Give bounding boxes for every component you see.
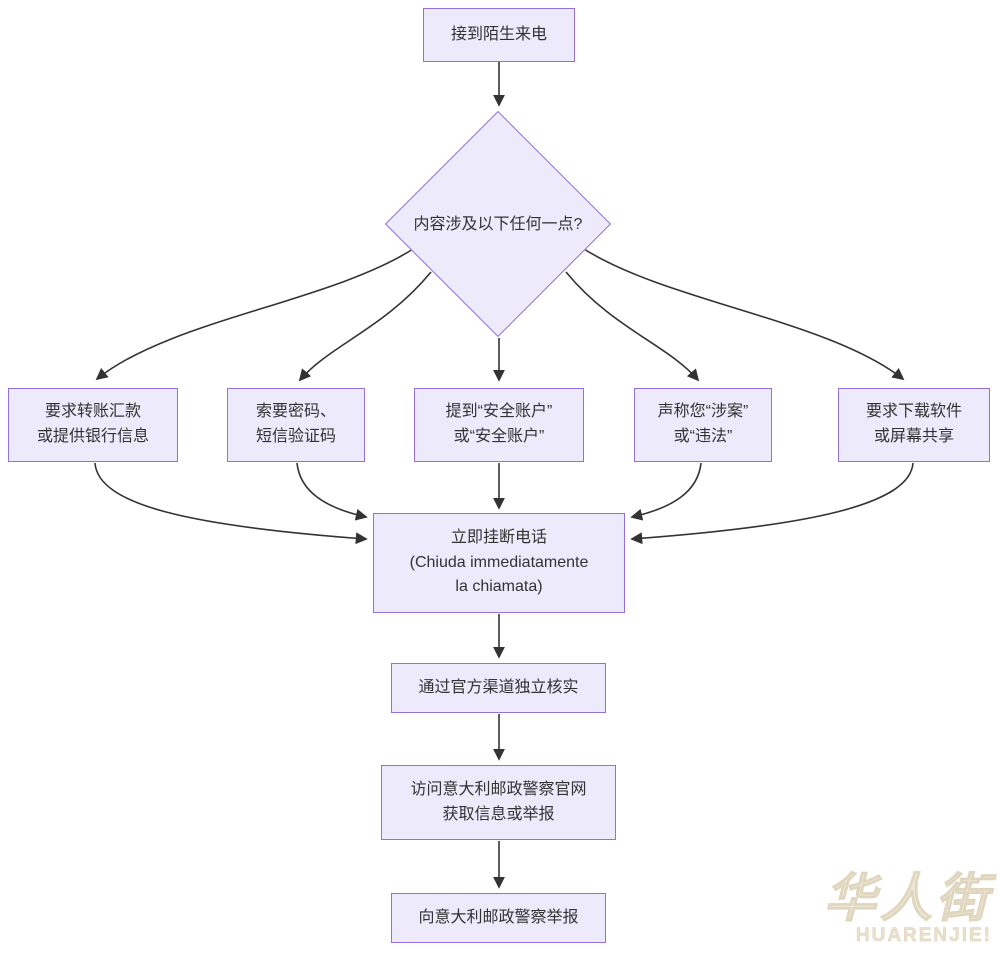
node-start-label: 接到陌生来电 xyxy=(450,25,547,43)
node-verify-label: 通过官方渠道独立核实 xyxy=(418,678,579,696)
watermark-logo: 华人街 HUARENJIE! xyxy=(823,869,992,947)
edge-cond5-to-hangup xyxy=(630,462,914,545)
node-verify: 通过官方渠道独立核实 xyxy=(391,663,606,713)
node-start: 接到陌生来电 xyxy=(423,8,575,62)
node-cond-safe-account-line1: 提到“安全账户” xyxy=(445,403,553,421)
node-cond-transfer-line2: 或提供银行信息 xyxy=(36,428,149,445)
node-cond-accusation-line2: 或“违法” xyxy=(673,428,733,445)
watermark-latin-text: HUARENJIE! xyxy=(855,925,992,947)
edge-decision-to-cond5 xyxy=(583,248,905,381)
edge-cond4-to-hangup xyxy=(630,462,702,521)
node-cond-safe-account: 提到“安全账户” 或“安全账户” xyxy=(414,388,584,462)
watermark-chinese-text: 华人街 xyxy=(823,869,992,928)
node-decision-label: 内容涉及以下任何一点? xyxy=(413,216,583,233)
edge-decision-to-cond4 xyxy=(565,271,700,382)
node-cond-software-line1: 要求下载软件 xyxy=(865,403,962,421)
edge-decision-to-cond2 xyxy=(298,271,432,382)
node-report: 向意大利邮政警察举报 xyxy=(391,893,606,943)
edge-cond1-to-hangup xyxy=(94,462,368,545)
node-hangup-line1: 立即挂断电话 xyxy=(450,528,547,546)
edge-decision-to-cond1 xyxy=(95,248,414,381)
node-hangup-line2: (Chiuda immediatamente xyxy=(409,553,589,571)
edge-cond2-to-hangup xyxy=(296,462,368,521)
node-cond-safe-account-line2: 或“安全账户” xyxy=(453,428,545,445)
node-cond-transfer: 要求转账汇款 或提供银行信息 xyxy=(8,388,178,462)
node-hangup: 立即挂断电话 (Chiuda immediatamente la chiamat… xyxy=(373,513,625,613)
node-cond-password-line2: 短信验证码 xyxy=(255,428,336,445)
node-decision: 内容涉及以下任何一点? xyxy=(384,110,612,338)
node-visit-official-site: 访问意大利邮政警察官网 获取信息或举报 xyxy=(381,765,616,840)
node-cond-software: 要求下载软件 或屏幕共享 xyxy=(838,388,990,462)
node-cond-software-line2: 或屏幕共享 xyxy=(873,428,954,445)
node-hangup-line3: la chiamata) xyxy=(455,578,543,596)
node-cond-transfer-line1: 要求转账汇款 xyxy=(44,403,141,421)
node-visit-line2: 获取信息或举报 xyxy=(442,805,555,823)
node-cond-password-line1: 索要密码、 xyxy=(255,403,336,421)
node-visit-line1: 访问意大利邮政警察官网 xyxy=(410,780,587,798)
node-cond-accusation: 声称您“涉案” 或“违法” xyxy=(634,388,772,462)
node-cond-accusation-line1: 声称您“涉案” xyxy=(657,403,749,421)
node-cond-password: 索要密码、 短信验证码 xyxy=(227,388,365,462)
node-report-label: 向意大利邮政警察举报 xyxy=(418,908,579,926)
